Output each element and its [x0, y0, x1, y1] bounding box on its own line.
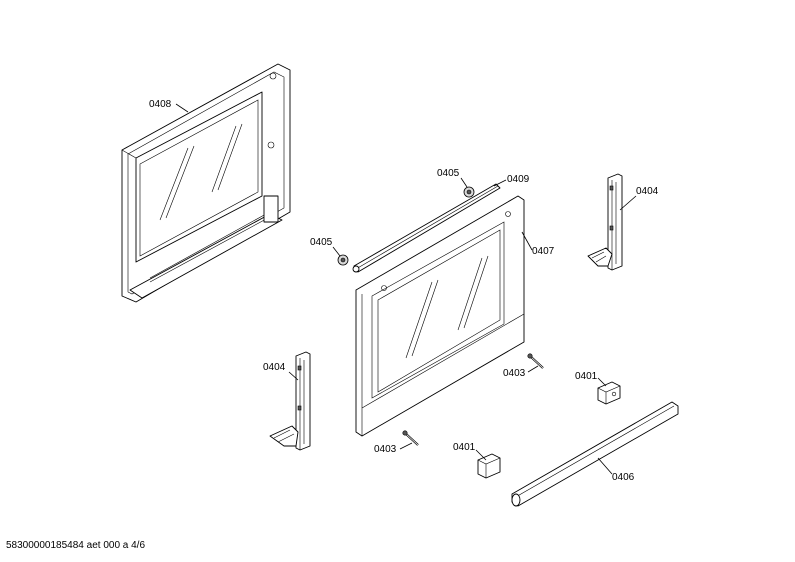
block-left — [477, 453, 501, 479]
label-0405-left: 0405 — [310, 237, 333, 248]
label-0403-right: 0403 — [503, 368, 526, 379]
label-0401-left: 0401 — [453, 442, 476, 453]
label-0404-right: 0404 — [636, 186, 659, 197]
leader-0403-left — [399, 442, 413, 450]
drawing-reference: 58300000185484 aet 000 a 4/6 — [6, 540, 146, 551]
hinge-left — [269, 351, 311, 451]
label-0405-top: 0405 — [437, 168, 460, 179]
leader-0407 — [521, 231, 533, 251]
label-0409: 0409 — [507, 174, 530, 185]
knob-left — [337, 254, 349, 266]
inner-door-frame — [121, 63, 291, 303]
label-0406: 0406 — [612, 472, 635, 483]
leader-0403-right — [527, 365, 539, 373]
rod — [352, 183, 501, 273]
leader-0409 — [493, 179, 507, 187]
outer-door — [355, 195, 525, 437]
screw-left — [402, 430, 419, 446]
label-0401-right: 0401 — [575, 371, 598, 382]
leader-0404-right — [619, 195, 637, 211]
leader-0405-top — [460, 177, 468, 188]
handle-bar — [511, 401, 679, 507]
leader-0405-left — [332, 246, 341, 257]
leader-0404-left — [288, 371, 299, 381]
label-0403-left: 0403 — [374, 444, 397, 455]
screw-right — [527, 353, 544, 369]
block-right — [597, 381, 621, 405]
leader-0406 — [597, 457, 613, 475]
leader-0401-left — [475, 449, 487, 461]
leader-0401-right — [597, 377, 607, 387]
hinge-right — [587, 173, 623, 271]
label-0408: 0408 — [149, 99, 172, 110]
label-0407: 0407 — [532, 246, 555, 257]
leader-0408 — [175, 103, 189, 113]
label-0404-left: 0404 — [263, 362, 286, 373]
knob-top — [463, 186, 475, 198]
